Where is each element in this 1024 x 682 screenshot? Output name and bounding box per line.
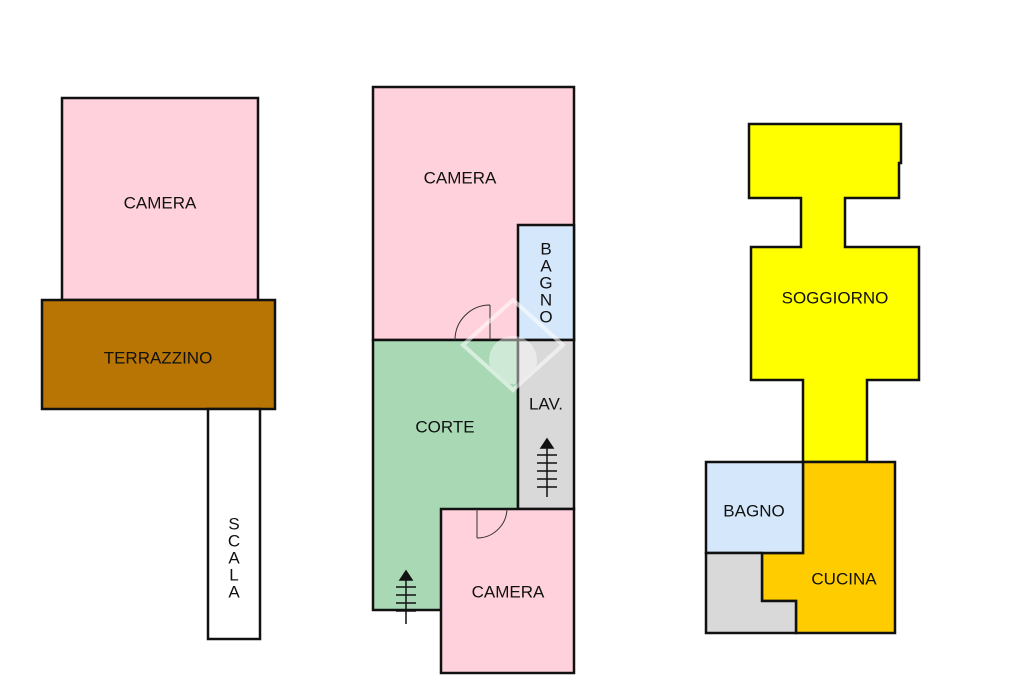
label-lav: LAV. — [529, 394, 563, 413]
stair-arrow-icon — [396, 569, 416, 624]
label-corte: CORTE — [415, 417, 474, 436]
stair-arrow-icon — [537, 437, 557, 497]
room-bagno-right — [704, 460, 805, 555]
vertical-letter: L — [229, 565, 238, 584]
label-terrazzino: TERRAZZINO — [104, 348, 213, 367]
vertical-letter: S — [228, 514, 239, 533]
label-camera-left: CAMERA — [124, 193, 197, 212]
vertical-letter: A — [228, 548, 240, 567]
room-camera-left — [60, 96, 260, 302]
vertical-letter: A — [540, 256, 552, 275]
room-scala — [206, 407, 262, 641]
room-lav — [516, 338, 576, 511]
label-soggiorno: SOGGIORNO — [782, 288, 889, 307]
floor-middle: CAMERA BAGNO CORTE LAV. CAMERA — [371, 85, 576, 675]
vertical-letter: A — [228, 582, 240, 601]
label-bagno-middle: BAGNO — [539, 239, 552, 326]
room-camera-bottom — [439, 507, 576, 675]
label-bagno-right: BAGNO — [723, 501, 784, 520]
vertical-letter: G — [539, 273, 552, 292]
vertical-letter: N — [540, 290, 552, 309]
label-camera-bottom: CAMERA — [472, 582, 545, 601]
vertical-letter: C — [228, 531, 240, 550]
room-ripostiglio — [704, 551, 798, 635]
vertical-letter: B — [540, 239, 551, 258]
room-soggiorno — [747, 122, 921, 464]
floor-right: SOGGIORNO BAGNO CUCINA — [704, 122, 921, 635]
room-terrazzino — [40, 298, 277, 411]
vertical-letter: O — [539, 307, 552, 326]
room-bagno-middle — [516, 223, 576, 342]
label-cucina: CUCINA — [811, 569, 877, 588]
watermark-logo-icon — [460, 297, 566, 393]
label-camera-top: CAMERA — [424, 168, 497, 187]
door-swing-icon — [476, 508, 508, 539]
